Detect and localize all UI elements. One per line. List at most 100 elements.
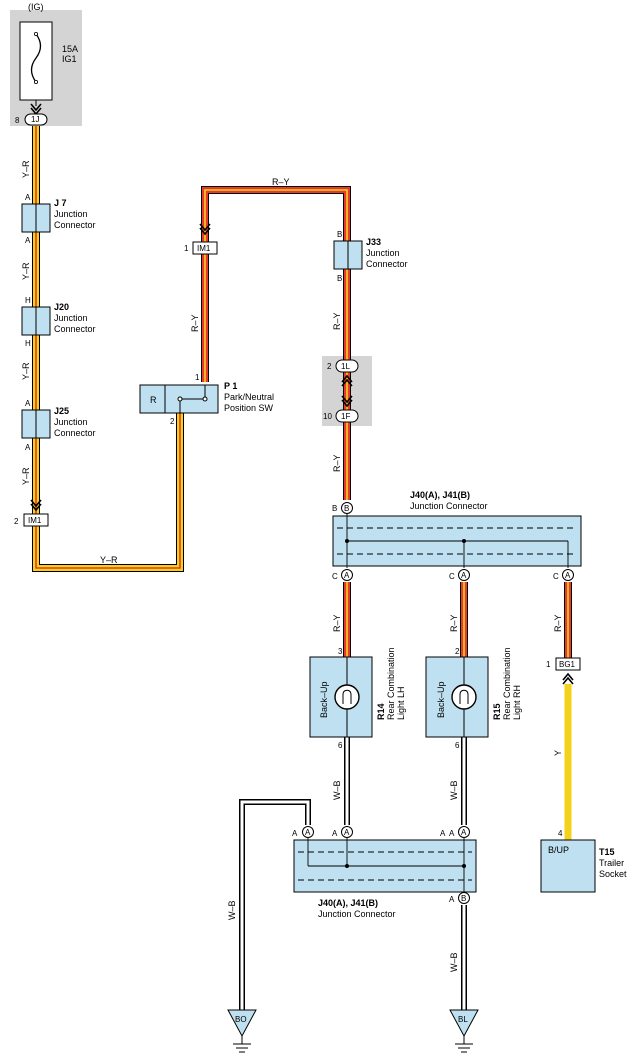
svg-text:A: A: [461, 571, 467, 580]
svg-text:4: 4: [558, 829, 563, 838]
wire-label-y-r-3: Y–R: [21, 362, 31, 380]
wire-y-r: [32, 126, 184, 572]
svg-text:Junction: Junction: [366, 248, 400, 258]
connector-bg1: BG1 1: [546, 657, 581, 685]
svg-text:BO: BO: [235, 1015, 247, 1024]
svg-text:1: 1: [546, 660, 551, 669]
bulb-icon: [334, 684, 360, 710]
rear-light-rh-function: Back–Up: [436, 681, 446, 718]
svg-text:A: A: [25, 399, 31, 408]
svg-text:1: 1: [184, 244, 189, 253]
svg-text:2: 2: [170, 417, 175, 426]
svg-text:1F: 1F: [341, 412, 350, 421]
svg-text:B: B: [337, 230, 342, 239]
connector-1f: 1F 10: [323, 409, 359, 423]
wire-label-r-y-1f: R–Y: [332, 454, 342, 472]
svg-text:BL: BL: [458, 1015, 468, 1024]
wire-label-w-b-lh: W–B: [332, 780, 342, 800]
wire-label-r-y-rh: R–Y: [449, 614, 459, 632]
fuse-symbol-icon: [30, 33, 42, 83]
svg-text:Socket: Socket: [599, 869, 627, 879]
wire-label-r-y-top: R–Y: [272, 177, 290, 187]
svg-text:H: H: [25, 339, 31, 348]
rear-light-lh-id: R14: [376, 703, 386, 720]
svg-text:A: A: [344, 571, 350, 580]
switch-id: P 1: [224, 381, 237, 391]
svg-text:2: 2: [14, 517, 19, 526]
junction-j20-id: J20: [54, 302, 69, 312]
ground-bo: BO: [227, 1009, 257, 1053]
svg-text:A: A: [344, 828, 350, 837]
connector-1j: [24, 113, 48, 126]
svg-text:B: B: [332, 504, 337, 513]
connector-1l: 1L 2: [327, 359, 359, 373]
svg-text:2: 2: [327, 362, 332, 371]
switch-position: R: [150, 395, 157, 405]
fuse-amperage: 15A: [62, 44, 78, 54]
trailer-socket: 4 B/UP T15 Trailer Socket: [540, 829, 627, 893]
junction-block-top: J40(A), J41(B) Junction Connector B B C …: [332, 490, 582, 581]
junction-j7-id: J 7: [54, 198, 67, 208]
ground-bl: BL: [449, 1009, 479, 1053]
fuse-name: IG1: [62, 54, 77, 64]
svg-text:A: A: [565, 571, 571, 580]
power-source-label: (IG): [28, 2, 44, 12]
svg-text:Junction: Junction: [54, 313, 88, 323]
bulb-icon: [451, 684, 477, 710]
svg-text:1L: 1L: [341, 362, 350, 371]
wire-label-w-b-ground-bl: W–B: [449, 952, 459, 972]
junction-j33: B B J33 Junction Connector: [333, 230, 408, 283]
svg-text:Connector: Connector: [54, 220, 96, 230]
svg-text:A: A: [332, 829, 338, 838]
wire-label-y: Y: [553, 750, 563, 756]
junction-j33-id: J33: [366, 237, 381, 247]
svg-text:Rear Combination: Rear Combination: [386, 647, 396, 720]
svg-text:C: C: [553, 572, 559, 581]
svg-text:Light RH: Light RH: [512, 685, 522, 720]
rear-light-rh-id: R15: [492, 703, 502, 720]
wire-w-b: [239, 737, 467, 1010]
wire-r-y: [201, 186, 572, 658]
wire-label-r-y-switch: R–Y: [190, 314, 200, 332]
wire-label-r-y-j33: R–Y: [332, 312, 342, 330]
wire-label-y-r-horizontal: Y–R: [100, 555, 118, 565]
svg-text:A: A: [25, 193, 31, 202]
svg-text:B: B: [461, 894, 466, 903]
rear-light-lh: 3 Back–Up 6 R14 Rear Combination Light L…: [309, 647, 406, 750]
svg-text:A: A: [449, 895, 455, 904]
junction-block-bottom-title: J40(A), J41(B): [318, 898, 378, 908]
svg-text:Connector: Connector: [54, 428, 96, 438]
svg-text:Position SW: Position SW: [224, 403, 274, 413]
junction-block-bottom: A A A A A A A A B J40(A), J41(B) Junctio…: [292, 826, 477, 919]
connector-arrow-icon: [562, 672, 574, 685]
svg-text:C: C: [449, 572, 455, 581]
svg-text:10: 10: [323, 412, 332, 421]
wire-label-r-y-lh: R–Y: [332, 614, 342, 632]
svg-text:Junction Connector: Junction Connector: [410, 501, 488, 511]
svg-text:C: C: [332, 572, 338, 581]
svg-text:A: A: [25, 236, 31, 245]
svg-text:A: A: [440, 829, 446, 838]
connector-arrow-icon: [199, 223, 211, 236]
connector-1j-label: 1J: [31, 115, 39, 124]
svg-text:Rear Combination: Rear Combination: [502, 647, 512, 720]
svg-text:A: A: [292, 829, 298, 838]
connector-1j-pin: 8: [15, 116, 20, 125]
svg-text:Connector: Connector: [54, 324, 96, 334]
rear-light-lh-function: Back–Up: [319, 681, 329, 718]
svg-text:Trailer: Trailer: [599, 858, 624, 868]
connector-arrow-icon: [341, 395, 353, 408]
svg-text:6: 6: [455, 741, 460, 750]
wire-label-y-r-1: Y–R: [21, 160, 31, 178]
svg-text:IM1: IM1: [28, 516, 42, 525]
svg-text:B: B: [337, 274, 342, 283]
trailer-terminal: B/UP: [548, 845, 569, 855]
svg-text:A: A: [305, 828, 311, 837]
svg-text:A: A: [461, 828, 467, 837]
svg-text:Junction Connector: Junction Connector: [318, 909, 396, 919]
svg-text:IM1: IM1: [197, 244, 211, 253]
svg-text:H: H: [25, 296, 31, 305]
trailer-id: T15: [599, 847, 615, 857]
svg-text:3: 3: [338, 647, 343, 656]
